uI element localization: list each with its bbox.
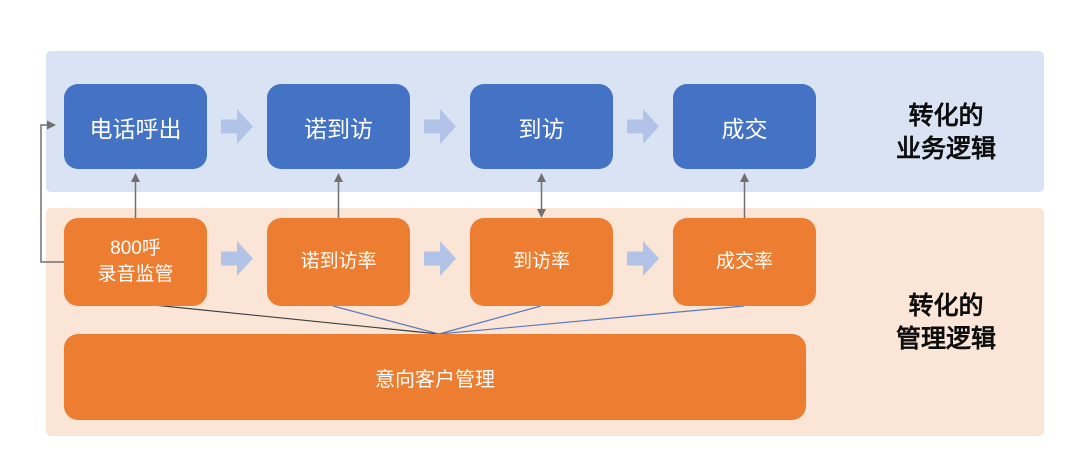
step-phone-outbound: 电话呼出	[64, 84, 207, 169]
business-logic-label: 转化的 业务逻辑	[846, 100, 1046, 166]
management-logic-label-line2: 管理逻辑	[895, 325, 996, 353]
step-label: 到访	[518, 115, 565, 142]
step-label: 成交率	[715, 251, 773, 272]
step-promised-visit-rate: 诺到访率	[267, 218, 410, 306]
step-visit-rate: 到访率	[470, 218, 613, 306]
step-label: 800呼 录音监管	[97, 236, 173, 288]
step-deal-rate: 成交率	[673, 218, 816, 306]
step-label: 诺到访	[304, 115, 373, 142]
step-label-line2: 录音监管	[97, 264, 174, 285]
fan-connector-line-dark	[133, 302, 440, 335]
management-logic-label: 转化的 管理逻辑	[846, 290, 1046, 356]
step-label: 到访率	[512, 251, 570, 272]
step-promised-visit: 诺到访	[267, 84, 410, 169]
fan-connector-line	[438, 305, 542, 335]
step-label: 成交	[721, 115, 768, 142]
business-logic-label-line2: 业务逻辑	[895, 135, 996, 163]
step-visit: 到访	[470, 84, 613, 169]
step-deal: 成交	[673, 84, 816, 169]
step-call-recording-supervision: 800呼 录音监管	[64, 218, 207, 306]
business-logic-label-line1: 转化的	[908, 102, 984, 130]
fan-connector-line	[332, 305, 440, 335]
management-logic-label-line1: 转化的	[908, 292, 984, 320]
base-intent-customer-management: 意向客户管理	[64, 334, 806, 420]
double-arrow-down-head	[537, 209, 546, 218]
step-label-line1: 800呼	[110, 238, 161, 259]
step-label: 电话呼出	[89, 115, 182, 142]
base-box-label: 意向客户管理	[375, 368, 495, 391]
step-label: 诺到访率	[300, 251, 377, 272]
feedback-loop-connector	[40, 120, 64, 263]
fan-connector-line	[438, 305, 745, 335]
